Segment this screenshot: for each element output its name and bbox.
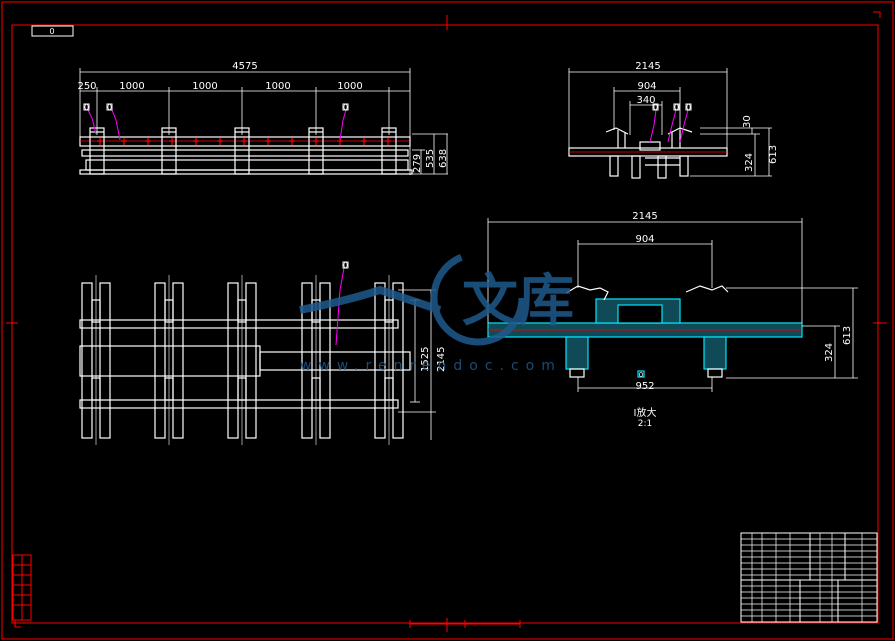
side-balloon-2: 0: [674, 103, 679, 112]
detail-view-geometry: [487, 285, 803, 378]
plan-balloon: 0: [343, 261, 348, 270]
detail-marker: 0: [639, 371, 643, 379]
plan-view-leaders: [335, 267, 345, 346]
zone-ruler-bottom: [409, 620, 521, 628]
front-balloon-3: 0: [343, 103, 348, 112]
front-view: 0 0 0 4575 250 1000 1000 1000: [77, 61, 449, 175]
plan-column-right: [392, 282, 404, 439]
plan-column-right: [172, 282, 184, 439]
plan-dim-height-1: 1525: [420, 347, 431, 372]
detail-dim-overall: 2145: [632, 211, 657, 222]
side-dim-overall: 2145: [635, 61, 660, 72]
side-view-balloons: 0 0 0: [652, 103, 692, 112]
plan-column-left: [301, 282, 313, 439]
side-dim-height-2: 613: [768, 145, 779, 164]
side-view-dimensions: [568, 68, 772, 177]
side-view: 0 0 0 2145 904 340 30 324 613: [568, 61, 779, 179]
side-balloon-3: 0: [686, 103, 691, 112]
side-dim-height-1: 324: [744, 153, 755, 172]
side-balloon-1: 0: [653, 103, 658, 112]
front-dim-span-2: 1000: [119, 81, 144, 92]
front-view-geometry: [79, 127, 413, 175]
title-tag-text: 0: [49, 27, 54, 36]
zone-ruler-left: [12, 554, 32, 621]
side-view-leaders: [649, 109, 689, 143]
plan-column-right: [245, 282, 257, 439]
detail-view-dimensions: [487, 218, 858, 392]
side-dim-top: 30: [742, 115, 753, 128]
front-dim-height-3: 638: [438, 149, 449, 168]
front-balloon-1: 0: [84, 103, 89, 112]
front-view-leaders: [87, 109, 347, 141]
watermark: 文库 www.renrendoc.com: [299, 250, 574, 374]
front-dim-height-2: 535: [425, 149, 436, 168]
detail-caption: I放大: [634, 406, 657, 419]
detail-dim-inner: 904: [635, 234, 654, 245]
front-dim-span-1: 250: [77, 81, 96, 92]
front-view-balloons: 0 0 0: [83, 103, 349, 112]
watermark-brand: 文库: [462, 269, 574, 334]
plan-column-left: [374, 282, 386, 439]
detail-dim-bottom: 952: [635, 381, 654, 392]
watermark-url: www.renrendoc.com: [300, 358, 562, 374]
side-dim-inner: 904: [637, 81, 656, 92]
front-dim-overall: 4575: [232, 61, 257, 72]
plan-column-left: [81, 282, 93, 439]
side-view-geometry: [568, 127, 728, 179]
detail-view: 2145 904 952 324 613 0 I放大 2:1: [487, 211, 858, 429]
plan-dim-height-2: 2145: [436, 347, 447, 372]
plan-column-left: [227, 282, 239, 439]
front-dim-span-3: 1000: [192, 81, 217, 92]
front-dim-span-4: 1000: [265, 81, 290, 92]
detail-dim-height-1: 324: [824, 343, 835, 362]
plan-view: 0 1525 2145: [79, 261, 447, 445]
side-dim-center: 340: [636, 95, 655, 106]
title-block: [740, 532, 878, 623]
plan-column-left: [154, 282, 166, 439]
front-dim-height-1: 279: [412, 154, 423, 173]
front-dim-span-5: 1000: [337, 81, 362, 92]
title-tag: 0: [31, 25, 74, 37]
front-balloon-2: 0: [107, 103, 112, 112]
detail-dim-height-2: 613: [842, 326, 853, 345]
detail-scale: 2:1: [638, 419, 652, 429]
front-view-dimensions: [79, 68, 448, 175]
plan-column-right: [99, 282, 111, 439]
plan-column-right: [319, 282, 331, 439]
